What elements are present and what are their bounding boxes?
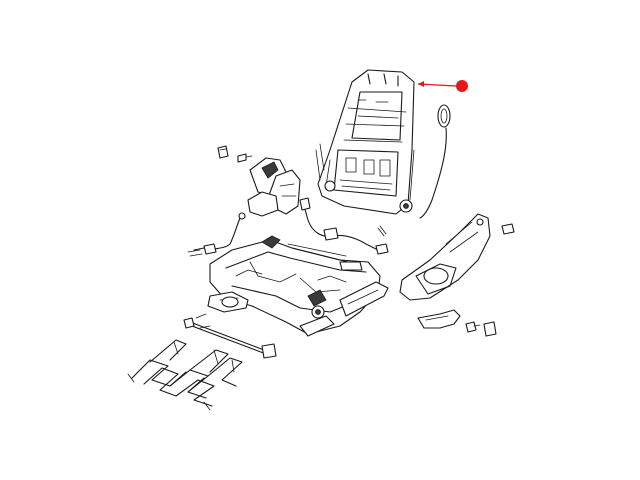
callout-dot[interactable] <box>456 80 468 92</box>
callout-marker <box>417 80 468 92</box>
screw-lower-right[interactable] <box>465 321 481 333</box>
right-side-shield[interactable] <box>399 213 491 301</box>
wire-harness-left[interactable] <box>187 212 246 257</box>
seat-track-rails[interactable] <box>207 281 389 337</box>
seat-springs[interactable] <box>127 339 243 411</box>
recliner-cable[interactable] <box>419 104 451 219</box>
screw-fastener-upper[interactable] <box>237 153 253 163</box>
left-side-shield[interactable] <box>247 157 301 217</box>
cap-lower-right[interactable] <box>483 321 497 337</box>
recliner-handle[interactable] <box>417 309 461 329</box>
seat-back-frame[interactable] <box>315 69 415 215</box>
clip-right[interactable] <box>501 223 515 235</box>
seat-cushion-frame[interactable] <box>209 235 381 335</box>
clip-fastener-upper[interactable] <box>217 145 229 159</box>
wire-harness-center[interactable] <box>299 197 389 255</box>
torsion-rod[interactable] <box>183 313 277 359</box>
